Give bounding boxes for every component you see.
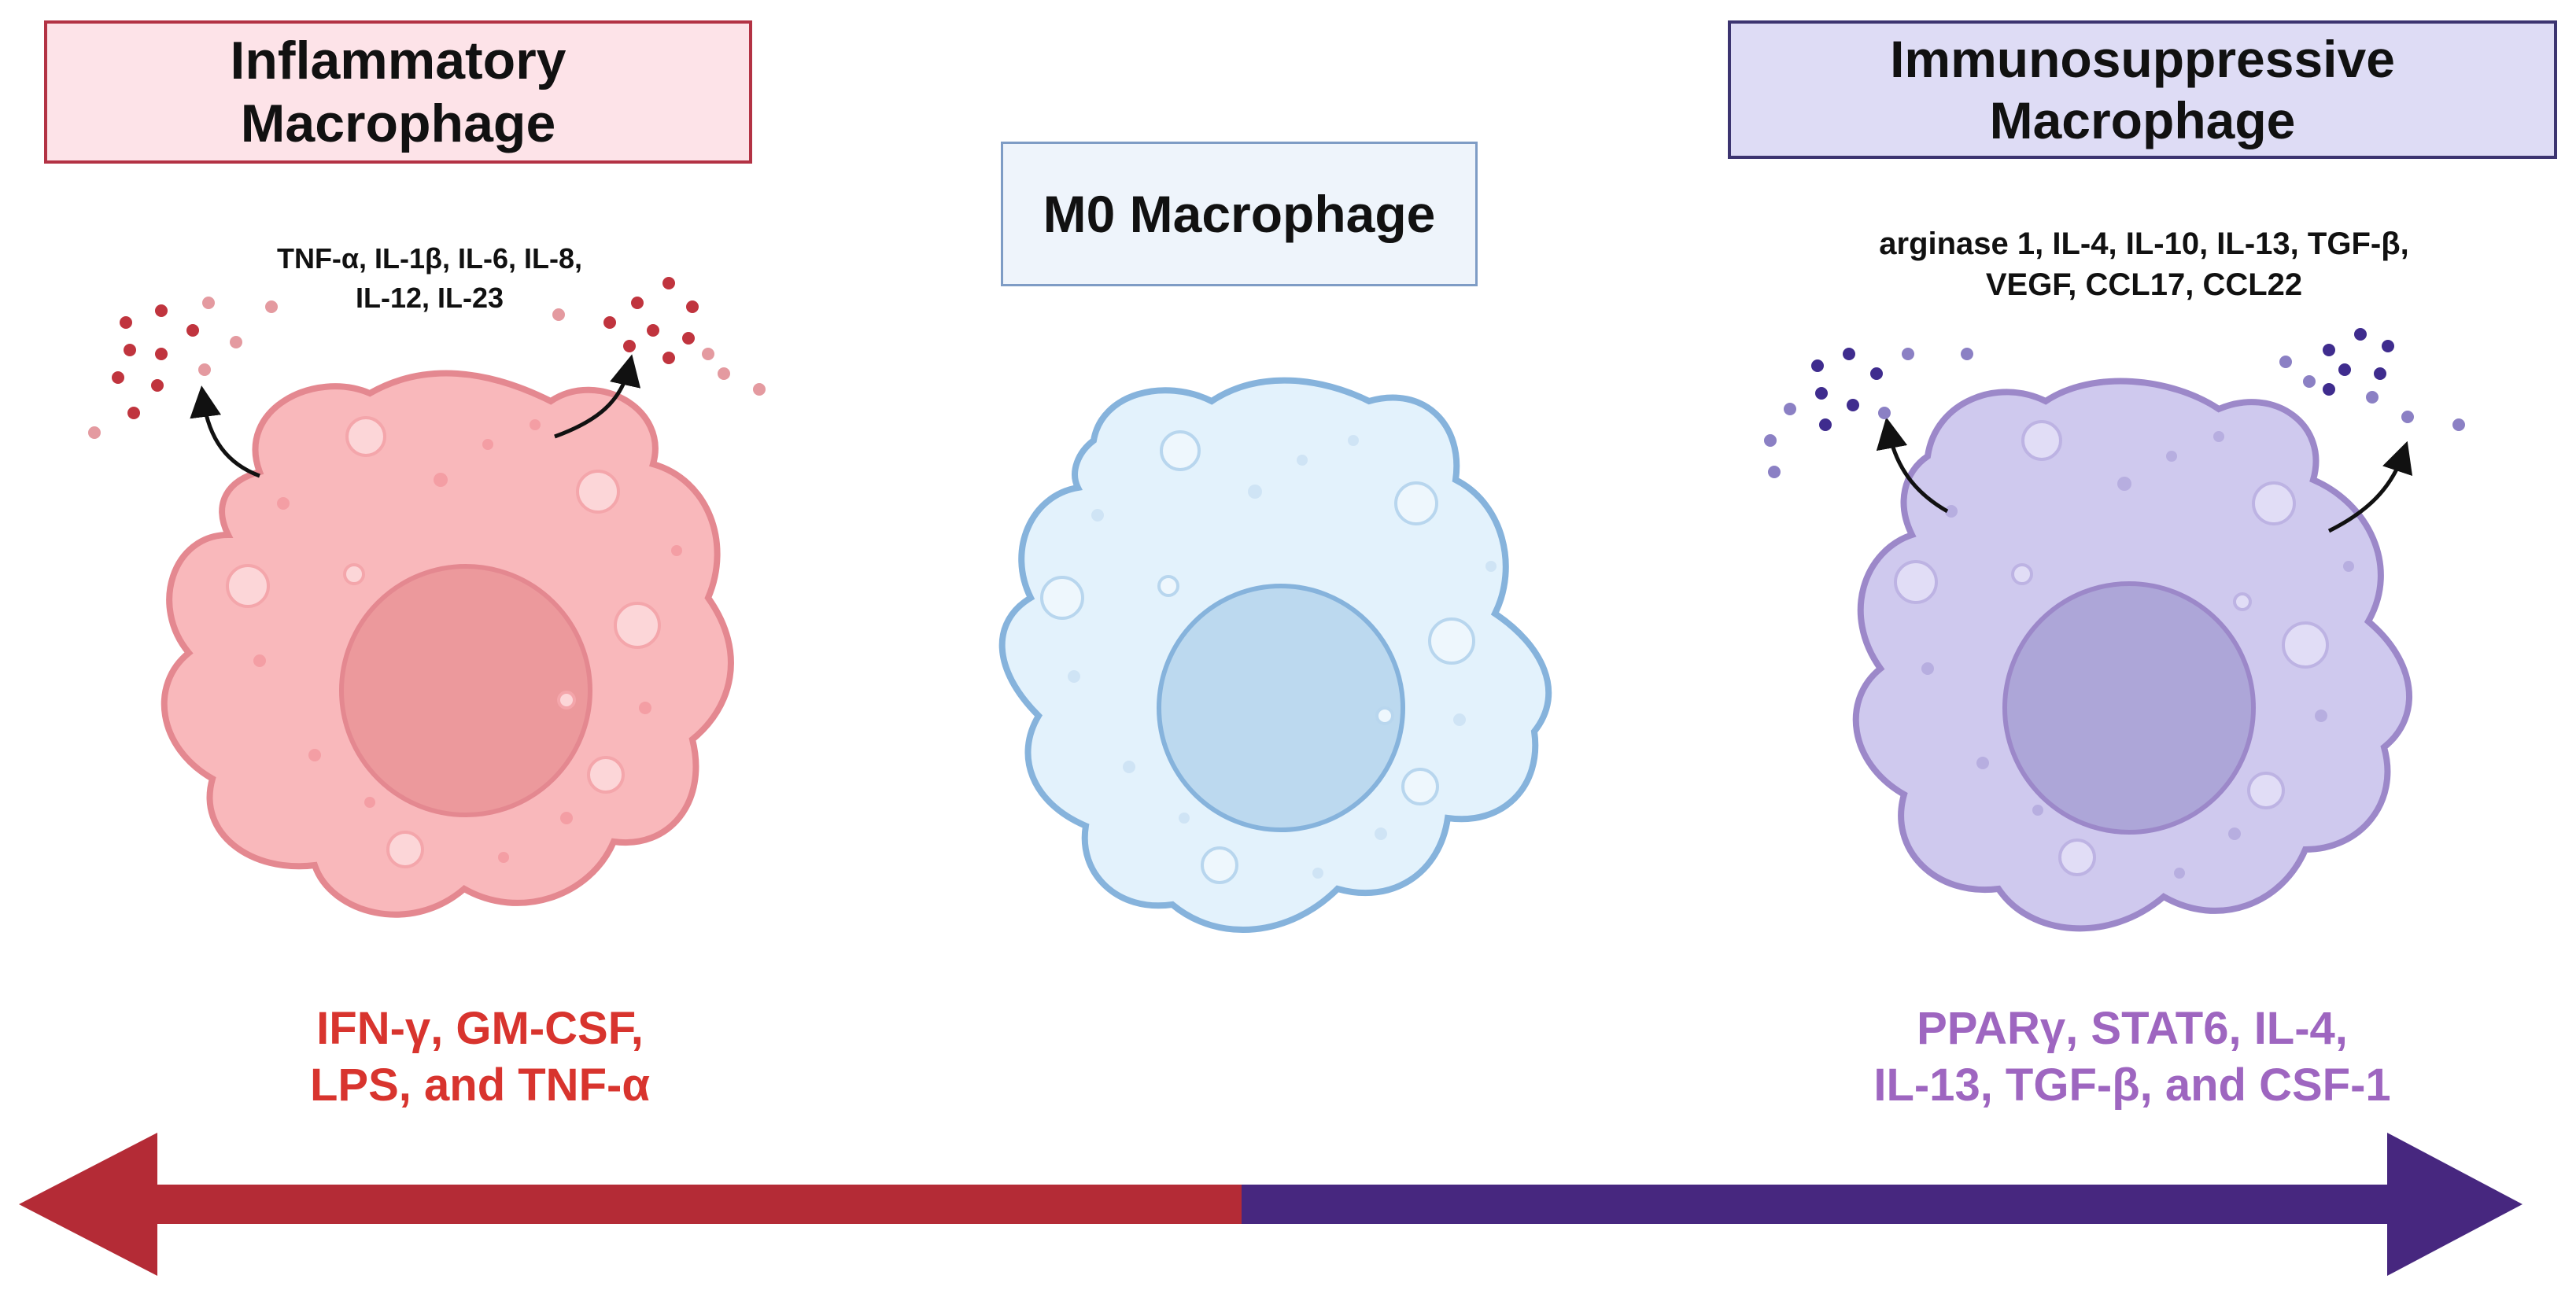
inflammatory-cytokines-label: TNF-α, IL-1β, IL-6, IL-8, IL-12, IL-23: [154, 239, 705, 318]
immunosuppressive-cytokines-line1: arginase 1, IL-4, IL-10, IL-13, TGF-β,: [1879, 227, 2409, 261]
spectrum-arrow: [19, 1133, 2522, 1276]
m0-macrophage-title: M0 Macrophage: [1001, 142, 1478, 286]
m0-title-text: M0 Macrophage: [1043, 185, 1436, 243]
immunosuppressive-cytokine-dots: [1811, 328, 2394, 431]
inflammatory-cytokine-dots-faded: [88, 297, 766, 439]
immunosuppressive-cell-granules: [1921, 431, 2354, 879]
inflammatory-macrophage-title: Inflammatory Macrophage: [44, 20, 752, 164]
immunosuppressive-cytokines-line2: VEGF, CCL17, CCL22: [1985, 267, 2303, 302]
m0-cell-nucleus: [1157, 584, 1405, 832]
inflammatory-stimuli-label: IFN-γ, GM-CSF, LPS, and TNF-α: [205, 1001, 755, 1114]
immunosuppressive-stimuli-line1: PPARγ, STAT6, IL-4,: [1917, 1003, 2348, 1054]
immunosuppressive-cell-nucleus: [2002, 581, 2256, 835]
immunosuppressive-cytokines-label: arginase 1, IL-4, IL-10, IL-13, TGF-β, V…: [1770, 223, 2518, 305]
inflammatory-cytokines-line2: IL-12, IL-23: [355, 282, 504, 314]
inflammatory-stimuli-line2: LPS, and TNF-α: [310, 1060, 650, 1111]
spectrum-arrow-left-shaft: [149, 1185, 1243, 1224]
inflammatory-cytokine-dots: [112, 277, 699, 419]
inflammatory-title-line2: Macrophage: [240, 94, 556, 153]
spectrum-arrow-right-shaft: [1242, 1185, 2398, 1224]
inflammatory-secretion-arrow-right: [554, 354, 641, 439]
immunosuppressive-title-line2: Macrophage: [1989, 91, 2296, 149]
m0-cell-granules: [1068, 435, 1497, 879]
inflammatory-macrophage-cell: [88, 277, 766, 918]
inflammatory-secretion-arrow-left: [190, 385, 260, 478]
immunosuppressive-macrophage-cell: [1764, 328, 2465, 932]
m0-macrophage-cell: [998, 377, 1552, 934]
immunosuppressive-cytokine-dots-faded: [1764, 348, 2465, 478]
immunosuppressive-stimuli-label: PPARγ, STAT6, IL-4, IL-13, TGF-β, and CS…: [1715, 1001, 2549, 1114]
spectrum-arrow-left-head: [19, 1133, 157, 1276]
immunosuppressive-macrophage-title: Immunosuppressive Macrophage: [1728, 20, 2557, 159]
immunosuppressive-stimuli-line2: IL-13, TGF-β, and CSF-1: [1873, 1060, 2391, 1111]
inflammatory-cytokines-line1: TNF-α, IL-1β, IL-6, IL-8,: [276, 242, 583, 275]
inflammatory-cell-nucleus: [339, 564, 592, 817]
m0-cell-vesicles: [1040, 430, 1475, 884]
inflammatory-title-line1: Inflammatory: [230, 31, 566, 90]
inflammatory-stimuli-line1: IFN-γ, GM-CSF,: [316, 1003, 644, 1054]
spectrum-arrow-right-head: [2387, 1133, 2522, 1276]
immunosuppressive-secretion-arrow-right: [2327, 440, 2413, 533]
inflammatory-cell-vesicles: [226, 416, 661, 868]
immunosuppressive-cell-vesicles: [1894, 420, 2329, 876]
immunosuppressive-title-line1: Immunosuppressive: [1890, 30, 2395, 88]
inflammatory-cell-granules: [253, 419, 682, 863]
immunosuppressive-secretion-arrow-left: [1876, 417, 1949, 514]
